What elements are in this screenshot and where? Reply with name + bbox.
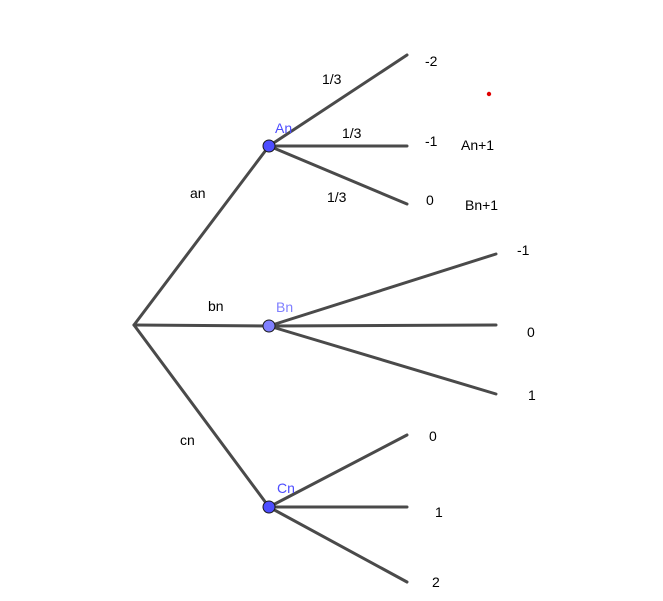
outcome-label: 0 xyxy=(527,324,535,340)
root-edge-cn xyxy=(132,323,271,509)
outcome-label: 0 xyxy=(429,428,437,444)
outcome-label: 1 xyxy=(528,387,536,403)
branch-edge xyxy=(267,433,409,509)
edge-label-cn: cn xyxy=(180,432,195,448)
edge-label-an: an xyxy=(190,185,206,201)
side-note-bn1: Bn+1 xyxy=(465,197,498,213)
node-an xyxy=(262,139,276,153)
outcome-label: -1 xyxy=(425,133,438,149)
outcome-label: 2 xyxy=(432,574,440,590)
probability-label: 1/3 xyxy=(342,125,362,141)
probability-label: 1/3 xyxy=(322,71,342,87)
red-point xyxy=(486,91,492,97)
edge-label-bn: bn xyxy=(208,298,224,314)
branch-edge xyxy=(267,252,498,328)
node-bn xyxy=(262,319,276,333)
root-edge-bn xyxy=(132,323,271,328)
node-label-bn: Bn xyxy=(276,299,293,315)
probability-label: 1/3 xyxy=(327,189,347,205)
side-note-an1: An+1 xyxy=(461,137,494,153)
branch-edge xyxy=(267,505,409,584)
branch-edge xyxy=(267,323,498,328)
node-label-cn: Cn xyxy=(277,480,295,496)
branch-edge xyxy=(267,53,409,148)
branch-edge xyxy=(267,144,409,206)
branch-edge xyxy=(267,324,498,396)
outcome-label: 0 xyxy=(426,192,434,208)
outcome-label: -2 xyxy=(425,53,438,69)
node-cn xyxy=(262,500,276,514)
node-label-an: An xyxy=(275,120,292,136)
root-edge-an xyxy=(132,144,271,327)
outcome-label: 1 xyxy=(435,504,443,520)
outcome-label: -1 xyxy=(517,242,530,258)
